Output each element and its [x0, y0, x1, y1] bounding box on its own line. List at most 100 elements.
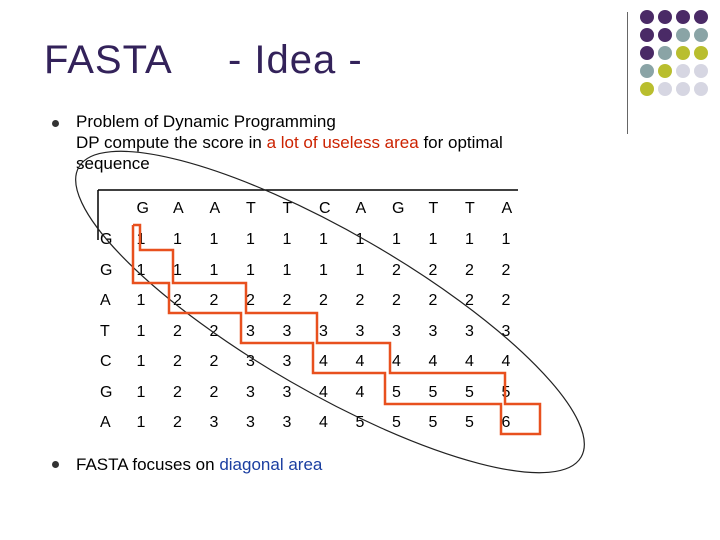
matrix-cell: 3	[465, 322, 474, 340]
matrix-cell: 3	[501, 322, 511, 340]
bullet-marker	[52, 120, 59, 127]
matrix-row-label: T	[100, 322, 110, 340]
matrix-cell: 5	[392, 414, 401, 432]
matrix-cell: 3	[319, 322, 328, 340]
decor-dot	[640, 46, 654, 60]
decor-dot	[640, 10, 654, 24]
matrix-cell: 1	[319, 231, 328, 249]
matrix-cell: 3	[282, 353, 292, 371]
optimal-alignment-path	[131, 223, 542, 436]
bullet-text-2: FASTA focuses on diagonal area	[76, 454, 322, 475]
matrix-cell: 1	[319, 261, 328, 279]
matrix-cell: 3	[282, 383, 292, 401]
matrix-cell: 3	[282, 414, 292, 432]
matrix-cell: 2	[173, 292, 182, 310]
decor-dot	[640, 64, 654, 78]
decor-dot	[694, 10, 708, 24]
matrix-cell: 1	[173, 261, 182, 279]
decor-dot	[676, 64, 690, 78]
matrix-cell: 1	[246, 231, 255, 249]
matrix-cell: 2	[501, 261, 511, 279]
matrix-cell: 4	[319, 353, 328, 371]
matrix-col-header: A	[501, 199, 513, 217]
matrix-row-label: G	[100, 261, 113, 279]
matrix-cell: 6	[501, 414, 511, 432]
matrix-cell: 2	[209, 353, 219, 371]
matrix-col-header: G	[392, 199, 405, 217]
matrix-row-label: C	[100, 353, 112, 371]
matrix-cell: 1	[209, 231, 219, 249]
matrix-cell: 1	[392, 231, 401, 249]
matrix-row-label: G	[100, 383, 113, 401]
matrix-cell: 2	[392, 261, 401, 279]
matrix-col-header: A	[173, 199, 184, 217]
matrix-cell: 3	[246, 383, 255, 401]
matrix-cell: 1	[136, 353, 146, 371]
decor-dot	[658, 10, 672, 24]
matrix-cell: 5	[465, 383, 474, 401]
bullet1-highlight: a lot of useless area	[266, 133, 419, 152]
matrix-cell: 2	[465, 292, 474, 310]
matrix-cell: 2	[173, 414, 182, 432]
matrix-cell: 3	[428, 322, 438, 340]
matrix-cell: 5	[355, 414, 365, 432]
matrix-cell: 2	[428, 261, 438, 279]
matrix-cell: 3	[392, 322, 401, 340]
matrix-cell: 2	[319, 292, 328, 310]
matrix-cell: 2	[173, 353, 182, 371]
matrix-col-header: T	[428, 199, 439, 217]
slide-title: FASTA	[44, 38, 173, 82]
matrix-col-header: A	[355, 199, 367, 217]
matrix-cell: 1	[136, 261, 146, 279]
matrix-col-header: T	[282, 199, 293, 217]
matrix-cell: 2	[282, 292, 292, 310]
matrix-cell: 5	[428, 383, 438, 401]
decor-dot	[694, 64, 708, 78]
matrix-cell: 2	[173, 383, 182, 401]
matrix-cell: 4	[501, 353, 511, 371]
diagonal-area-ellipse	[75, 150, 585, 474]
matrix-col-header: C	[319, 199, 331, 217]
decor-dot	[676, 82, 690, 96]
matrix-col-header: A	[209, 199, 221, 217]
decor-dot	[658, 64, 672, 78]
matrix-cell: 5	[392, 383, 401, 401]
slide-subtitle: - Idea -	[228, 38, 363, 82]
bullet1-line2-prefix: DP compute the score in	[76, 133, 267, 152]
matrix-cell: 4	[465, 353, 474, 371]
decor-dot	[694, 28, 708, 42]
bullet1-line2: DP compute the score in a lot of useless…	[76, 132, 503, 153]
matrix-cell: 1	[355, 231, 365, 249]
bullet1-line3: sequence	[76, 154, 150, 173]
matrix-cell: 5	[428, 414, 438, 432]
matrix-row-label: A	[100, 292, 111, 310]
matrix-cell: 4	[319, 383, 328, 401]
decor-dot	[640, 82, 654, 96]
matrix-cell: 2	[209, 292, 219, 310]
matrix-cell: 2	[209, 322, 219, 340]
matrix-cell: 1	[428, 231, 438, 249]
matrix-cell: 3	[246, 353, 255, 371]
matrix-cell: 1	[136, 292, 146, 310]
decor-dot-grid	[640, 10, 708, 96]
matrix-cell: 1	[282, 231, 292, 249]
matrix-cell: 1	[209, 261, 219, 279]
matrix-cell: 3	[246, 414, 255, 432]
matrix-cell: 1	[465, 231, 474, 249]
decor-dot	[676, 10, 690, 24]
decor-dot	[658, 28, 672, 42]
matrix-cell: 4	[355, 353, 365, 371]
matrix-cell: 3	[355, 322, 365, 340]
matrix-cell: 1	[282, 261, 292, 279]
matrix-cell: 2	[465, 261, 474, 279]
matrix-cell: 1	[355, 261, 365, 279]
matrix-cell: 5	[465, 414, 474, 432]
decor-dot	[694, 82, 708, 96]
